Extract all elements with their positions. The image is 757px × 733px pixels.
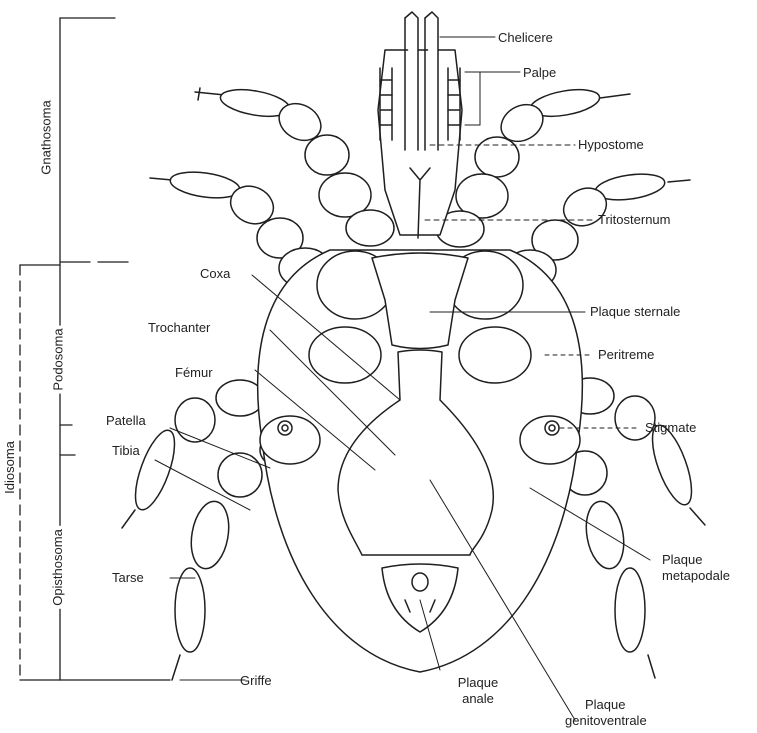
label-griffe: Griffe <box>240 673 272 688</box>
region-gnathosoma: Gnathosoma <box>39 97 54 177</box>
label-plaque-genitoventrale-line1: Plaque <box>585 697 625 712</box>
label-plaque-anale-line2: anale <box>448 691 508 706</box>
region-idiosoma: Idiosoma <box>2 438 17 497</box>
label-trochanter: Trochanter <box>148 320 210 335</box>
label-plaque-sternale: Plaque sternale <box>590 304 680 319</box>
label-tarse: Tarse <box>112 570 144 585</box>
label-femur: Fémur <box>175 365 213 380</box>
region-podosoma: Podosoma <box>51 325 66 393</box>
label-peritreme: Peritreme <box>598 347 654 362</box>
gnathosoma-mouthparts <box>378 12 462 238</box>
region-opisthosoma: Opisthosoma <box>50 526 65 609</box>
label-hypostome: Hypostome <box>578 137 644 152</box>
label-tibia: Tibia <box>112 443 140 458</box>
label-plaque-genitoventrale-line2: genitoventrale <box>565 713 647 728</box>
label-patella: Patella <box>106 413 146 428</box>
label-chelicere: Chelicere <box>498 30 553 45</box>
label-plaque-metapodale-line1: Plaque <box>662 552 702 567</box>
label-plaque-metapodale-line2: metapodale <box>662 568 730 583</box>
label-palpe: Palpe <box>523 65 556 80</box>
label-tritosternum: Tritosternum <box>598 212 670 227</box>
label-coxa: Coxa <box>200 266 230 281</box>
label-plaque-anale-line1: Plaque <box>448 675 508 690</box>
label-stigmate: Stigmate <box>645 420 696 435</box>
